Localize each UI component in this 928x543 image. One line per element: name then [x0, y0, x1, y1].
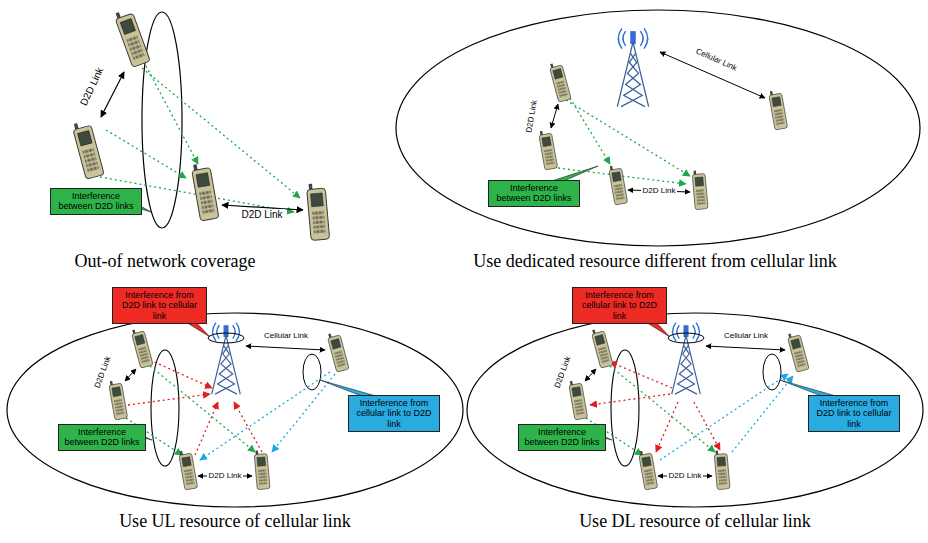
- phone: [72, 120, 105, 180]
- phone: [306, 182, 329, 240]
- callout-box: Interference between D2D links: [50, 188, 142, 215]
- phone: [108, 379, 127, 420]
- link-label: D2D Link: [77, 63, 106, 109]
- phone: [714, 450, 730, 490]
- d2d-link-arrow: [585, 369, 596, 381]
- phone: [692, 170, 708, 210]
- panel-caption: Use UL resource of cellular link: [119, 512, 351, 532]
- callout-text: Interference between D2D links: [54, 191, 138, 212]
- d2d-link-arrow: [551, 104, 558, 128]
- phone: [327, 331, 350, 372]
- callout-box: Interference from D2D link to cellular l…: [112, 287, 207, 324]
- callout-text: Interference between D2D links: [522, 427, 602, 448]
- interference-lines: [558, 98, 690, 184]
- link-label: Cellular Link: [262, 332, 310, 341]
- link-label: D2D Link: [207, 472, 244, 481]
- interference-lines: [590, 362, 720, 452]
- link-label: D2D Link: [524, 97, 539, 135]
- callout-box: Interference between D2D links: [518, 424, 606, 451]
- link-label: D2D Link: [667, 472, 704, 481]
- cell-coverage: [7, 313, 463, 507]
- callout-text: Interference between D2D links: [492, 183, 576, 204]
- phone: [113, 8, 150, 68]
- interference-region: [668, 333, 704, 343]
- panel-caption: Use dedicated resource different from ce…: [473, 252, 837, 272]
- link-label: D2D Link: [641, 187, 678, 196]
- phone: [549, 61, 572, 102]
- phone: [638, 449, 657, 490]
- callout-text: Interference between D2D links: [62, 427, 142, 448]
- callout-text: Interference from D2D link to cellular l…: [812, 398, 896, 429]
- phone: [254, 450, 270, 490]
- callout-box: Interference from cellular link to D2D l…: [348, 395, 440, 432]
- panel-uplink: [7, 300, 463, 507]
- phone: [131, 327, 154, 368]
- interference-lines: [660, 374, 793, 460]
- phone: [191, 162, 219, 221]
- phone: [768, 89, 787, 130]
- phone: [568, 379, 587, 420]
- cellular-link-arrow: [706, 346, 785, 350]
- interference-lines: [200, 372, 335, 460]
- panel-caption: Out-of network coverage: [75, 252, 256, 272]
- callout-text: Interference from cellular link to D2D l…: [576, 290, 663, 321]
- phone: [538, 129, 557, 170]
- cell-coverage: [467, 313, 923, 507]
- link-label: Cellular Link: [722, 332, 770, 341]
- phone: [608, 164, 627, 205]
- interference-region: [142, 12, 182, 228]
- panel-caption: Use DL resource of cellular link: [579, 512, 811, 532]
- d2d-link-arrow: [125, 369, 136, 381]
- callout-box: Interference from D2D link to cellular l…: [808, 395, 900, 432]
- phone: [178, 449, 197, 490]
- base-station: [617, 28, 648, 106]
- callout-box: Interference from cellular link to D2D l…: [572, 287, 667, 324]
- callout-box: Interference between D2D links: [58, 424, 146, 451]
- phone: [591, 327, 614, 368]
- phone: [787, 331, 810, 372]
- interference-region: [208, 333, 244, 343]
- callout-text: Interference from D2D link to cellular l…: [116, 290, 203, 321]
- panel-downlink: [467, 300, 923, 507]
- callout-text: Interference from cellular link to D2D l…: [352, 398, 436, 429]
- d2d-link-arrow: [101, 72, 124, 117]
- callout-box: Interference between D2D links: [488, 180, 580, 207]
- cell-coverage: [396, 10, 920, 246]
- cellular-link-arrow: [246, 346, 325, 350]
- link-label: D2D Link: [239, 209, 284, 220]
- panel-dedicated: [396, 10, 920, 246]
- interference-region: [611, 350, 639, 466]
- interference-lines: [128, 360, 262, 455]
